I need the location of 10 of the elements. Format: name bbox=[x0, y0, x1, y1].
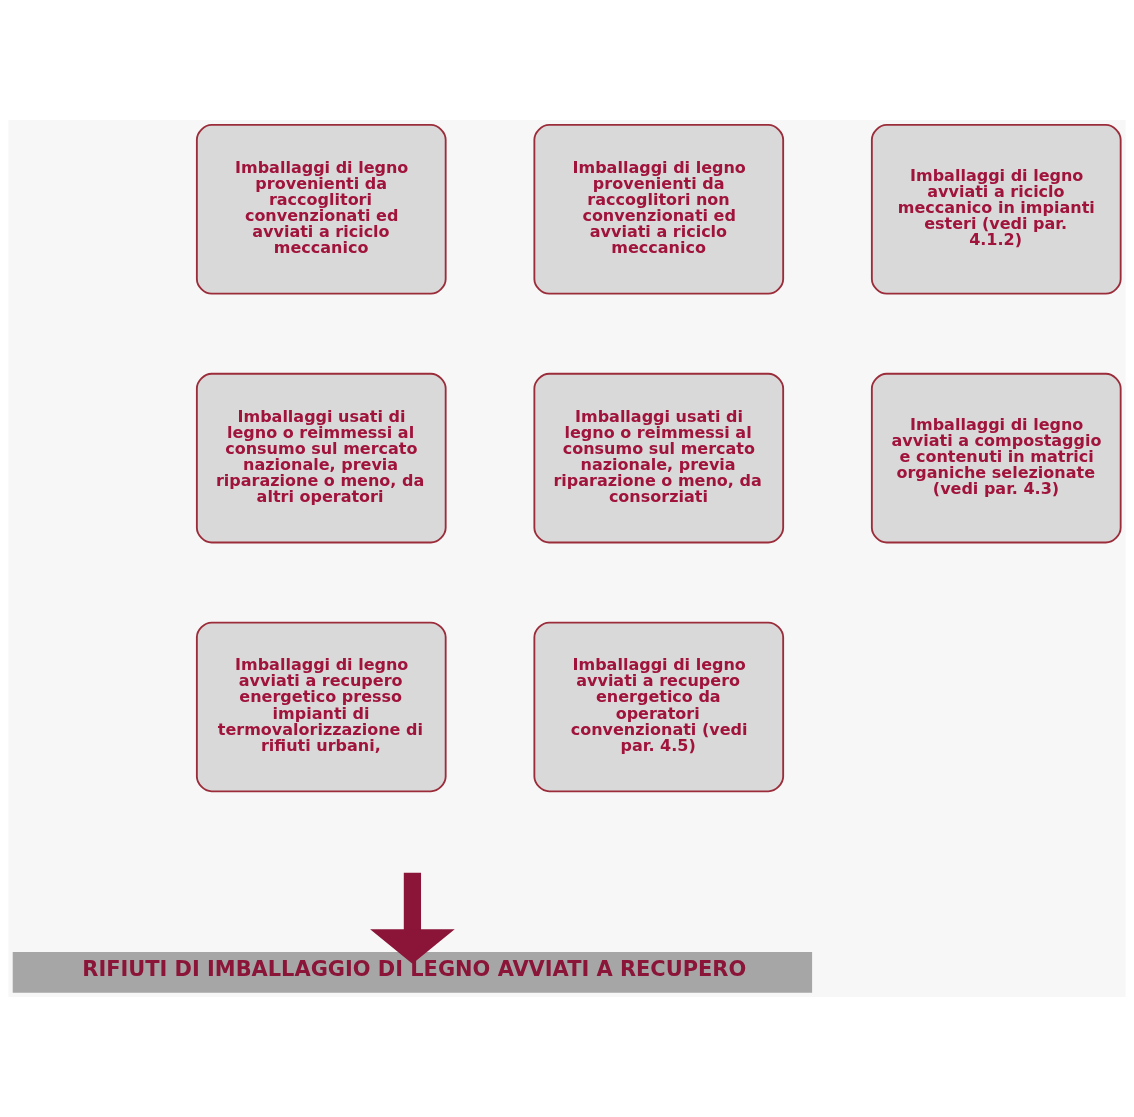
node-box: Imballaggi di legno avviati a compostaggio e contenuti in matrici organiche selezionate (vedi par. 4.3) bbox=[870, 372, 1122, 544]
arrow bbox=[370, 872, 455, 964]
node-box: Imballaggi di legno avviati a recupero energetico presso impianti di termovalorizzazione di rifiuti urbani, bbox=[195, 621, 447, 793]
node-box: Imballaggi di legno avviati a riciclo meccanico in impianti esteri (vedi par. 4.1.2) bbox=[870, 124, 1122, 295]
node-box: Imballaggi usati di legno o reimmessi al consumo sul mercato nazionale, previa riparazione o meno, da altri operatori bbox=[195, 372, 447, 544]
node-box: Imballaggi di legno provenienti da raccoglitori convenzionati ed avviati a riciclo meccanico bbox=[195, 124, 447, 295]
node-box: Imballaggi usati di legno o reimmessi al consumo sul mercato nazionale, previa riparazione o meno, da consorziati bbox=[533, 372, 785, 544]
node-box: Imballaggi di legno provenienti da raccoglitori non convenzionati ed avviati a riciclo meccanico bbox=[533, 124, 785, 295]
node-box: Imballaggi di legno avviati a recupero energetico da operatori convenzionati (vedi par. 4.5) bbox=[533, 621, 785, 793]
node-box: RIFIUTI DI IMBALLAGGIO DI LEGNO AVVIATI A RECUPERO bbox=[12, 952, 813, 993]
